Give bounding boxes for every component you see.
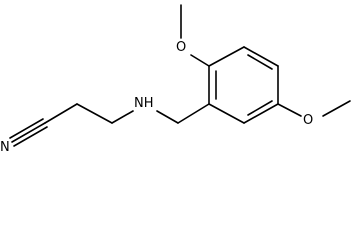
nitrile-nitrogen-label: N	[0, 140, 10, 151]
methoxy-oxygen-top-label: O	[176, 40, 186, 55]
bond-c1-c2	[44, 103, 78, 124]
ring-double-bond-2	[247, 54, 273, 70]
bond-c3-n	[111, 110, 134, 124]
bond-ring-o-top	[190, 54, 210, 67]
bond-c2-c3	[76, 103, 113, 124]
amine-nh-label: NH	[134, 96, 154, 111]
methoxy-oxygen-right-label: O	[303, 113, 313, 128]
bond-ring-o-right	[277, 103, 302, 117]
bond-o-right-methyl	[322, 100, 351, 117]
ring-double-bond-3	[247, 100, 273, 116]
benzene-ring	[208, 46, 279, 124]
bond-ch2-ring	[177, 103, 210, 124]
chemical-structure: N NH O O	[0, 4, 351, 151]
nitrile-triple-bond	[9, 118, 48, 147]
bond-n-ch2	[156, 110, 179, 124]
